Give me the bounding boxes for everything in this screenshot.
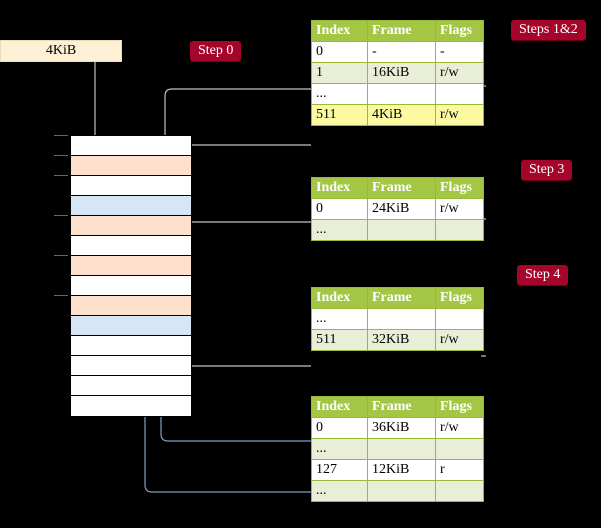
table-cell: ... [311,480,368,502]
table-cell [367,219,436,241]
table-cell: 0 [311,417,368,439]
frame-tick [54,215,68,216]
memory-frame-row [71,236,191,256]
table-cell [367,438,436,460]
column-header-flags: Flags [435,287,484,309]
table-cell: 511 [311,329,368,351]
table-cell: 127 [311,459,368,481]
table-row: 0-- [311,41,484,63]
badge-step-4: Step 4 [517,265,569,285]
table-cell [435,480,484,502]
table-cell: 32KiB [367,329,436,351]
table-cell: 16KiB [367,62,436,84]
table-cell: ... [311,219,368,241]
memory-frame-row [71,356,191,376]
table-cell [435,219,484,241]
column-header-index: Index [311,396,368,418]
virtual-page-label: 4KiB [45,43,77,58]
badge-steps-1-2: Steps 1&2 [511,20,586,40]
virtual-page-box: 4KiB [0,40,122,62]
table-cell: 0 [311,41,368,63]
table-cell: 0 [311,198,368,220]
frame-tick [54,155,68,156]
table-cell: 4KiB [367,104,436,126]
column-header-flags: Flags [435,396,484,418]
frame-tick [54,135,68,136]
column-header-frame: Frame [367,396,436,418]
memory-frame-row [71,216,191,236]
column-header-flags: Flags [435,177,484,199]
column-header-index: Index [311,177,368,199]
physical-memory-column [70,135,192,417]
table-cell [367,480,436,502]
column-header-index: Index [311,20,368,42]
table-cell [367,308,436,330]
memory-frame-row [71,176,191,196]
table-cell [435,308,484,330]
memory-frame-row [71,196,191,216]
table-cell: - [435,41,484,63]
table-cell: 12KiB [367,459,436,481]
column-header-frame: Frame [367,177,436,199]
badge-step-3: Step 3 [521,160,573,180]
column-header-flags: Flags [435,20,484,42]
column-header-frame: Frame [367,20,436,42]
table-cell: 1 [311,62,368,84]
table-cell: ... [311,308,368,330]
column-header-index: Index [311,287,368,309]
memory-frame-row [71,376,191,396]
wire-pd-to-frame [181,306,311,367]
table-cell: 511 [311,104,368,126]
memory-frame-row [71,296,191,316]
table-cell: r [435,459,484,481]
table-row: ... [311,83,484,105]
column-header-frame: Frame [367,287,436,309]
table-cell [435,438,484,460]
memory-frame-row [71,336,191,356]
memory-frame-row [71,156,191,176]
table-cell: r/w [435,417,484,439]
frame-tick [54,175,68,176]
table-cell: 36KiB [367,417,436,439]
table-cell: r/w [435,104,484,126]
frame-tick [54,255,68,256]
memory-frame-row [71,276,191,296]
table-cell [435,83,484,105]
memory-frame-row [71,256,191,276]
badge-step-0: Step 0 [190,41,242,61]
table-cell [367,83,436,105]
memory-frame-row [71,136,191,156]
table-cell: 24KiB [367,198,436,220]
table-cell: ... [311,438,368,460]
table-row: ... [311,438,484,460]
table-cell: ... [311,83,368,105]
table-cell: r/w [435,329,484,351]
table-cell: r/w [435,62,484,84]
wire-pdp-to-frame [182,221,311,254]
table-row: ... [311,480,484,502]
table-row: ... [311,308,484,330]
table-row: ... [311,219,484,241]
table-cell: r/w [435,198,484,220]
frame-tick [54,295,68,296]
table-cell: - [367,41,436,63]
memory-frame-row [71,316,191,336]
memory-frame-row [71,396,191,416]
